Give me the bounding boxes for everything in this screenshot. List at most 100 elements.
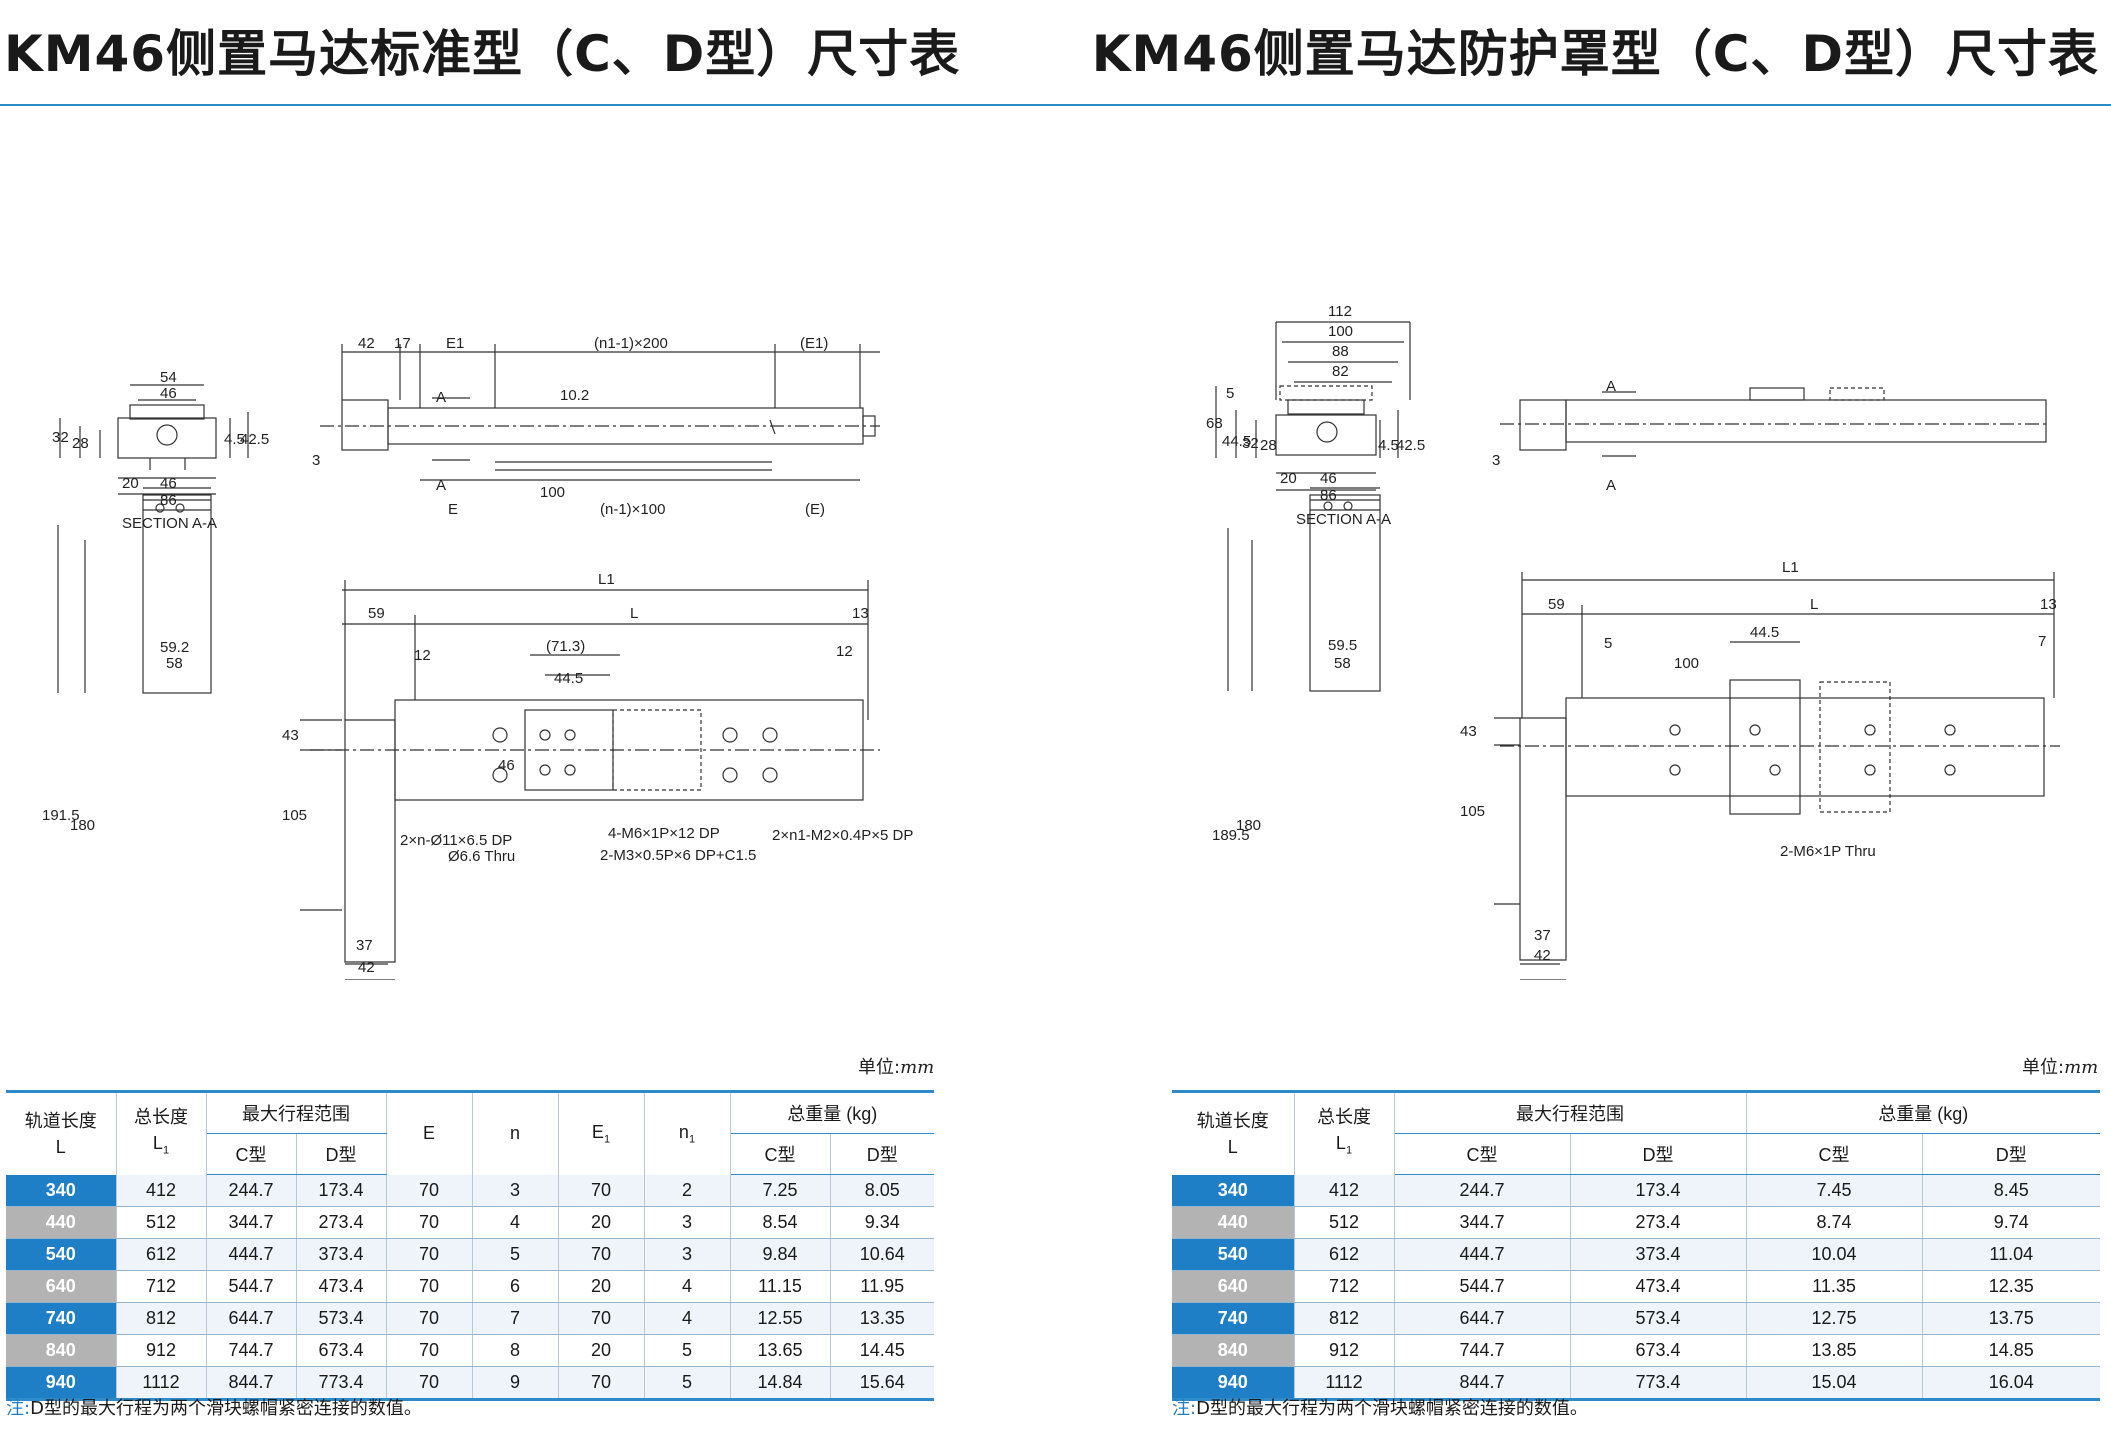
table-cell: 344.7 [206,1206,297,1239]
table-cell: 10.64 [830,1238,934,1271]
callout-text: 2-M3×0.5P×6 DP+C1.5 [600,847,756,864]
dim-text: 88 [1332,343,1349,360]
dim-text: A [436,477,446,494]
table-cell: 344.7 [1394,1206,1571,1239]
dim-text: A [1606,378,1616,395]
dim-text: 42 [358,959,375,976]
dim-text: 58 [1334,655,1351,672]
table-cell: 844.7 [1394,1366,1571,1401]
dim-text: (E1) [800,335,828,352]
drawing-right: 112 100 88 82 5 68 44.5 32 28 4.5 42.5 2… [1170,300,2100,980]
dim-text: L [1810,596,1818,613]
section-slider [129,404,205,420]
table-cell: 5 [644,1366,731,1401]
dim-text: 5 [1226,385,1234,402]
dim-text: 100 [540,484,565,501]
col-n1: n1 [644,1090,731,1175]
dim-text: 68 [1206,415,1223,432]
table-cell: 70 [386,1206,473,1239]
dim-text: 3 [1492,452,1500,469]
table-cell: 573.4 [296,1302,387,1335]
table-cell: 1112 [1294,1366,1395,1401]
col-stroke-c: C型 [206,1133,297,1175]
dim-text: 54 [160,369,177,386]
table-cell: 8 [472,1334,559,1367]
rail-length-cell: 440 [1172,1206,1295,1239]
drawing-left: 54 46 46 32 28 4.5 42.5 20 86 3 SECTION … [0,300,940,980]
table-cell: 3 [472,1174,559,1207]
col-stroke: 最大行程范围 [206,1090,387,1134]
dim-text: (n-1)×100 [600,501,665,518]
table-cell: 4 [472,1206,559,1239]
callout-text: 4-M6×1P×12 DP [608,825,720,842]
table-cell: 512 [1294,1206,1395,1239]
table-cell: 673.4 [296,1334,387,1367]
table-cell: 14.45 [830,1334,934,1367]
section-body [117,417,217,459]
table-cell: 773.4 [1570,1366,1747,1401]
dim-text: 44.5 [1222,433,1251,450]
callout-text: 2×n-Ø11×6.5 DP [400,832,512,849]
table-cell: 13.85 [1746,1334,1923,1367]
dim-text: 28 [1260,437,1277,454]
table-cell: 5 [644,1334,731,1367]
col-weight-d: D型 [1922,1133,2100,1175]
table-cell: 644.7 [206,1302,297,1335]
section-label: SECTION A-A [1296,511,1391,528]
table-cell: 7 [472,1302,559,1335]
table-cell: 70 [558,1238,645,1271]
table-cell: 7.45 [1746,1174,1923,1207]
table-cell: 673.4 [1570,1334,1747,1367]
table-cell: 2 [644,1174,731,1207]
dim-text: 46 [498,757,515,774]
table-cell: 9.74 [1922,1206,2100,1239]
rail-length-cell: 340 [6,1174,117,1207]
dim-text: 12 [414,647,431,664]
table-cell: 273.4 [1570,1206,1747,1239]
dim-text: 10.2 [560,387,589,404]
table-cell: 473.4 [1570,1270,1747,1303]
rail-length-cell: 440 [6,1206,117,1239]
table-cell: 744.7 [1394,1334,1571,1367]
dim-text: 12 [836,643,853,660]
dim-text: 105 [282,807,307,824]
table-cell: 12.75 [1746,1302,1923,1335]
rail-length-cell: 740 [6,1302,117,1335]
dim-text: 13 [2040,596,2057,613]
dim-text: 42.5 [240,431,269,448]
unit-label-right: 单位:mm [2022,1057,2099,1078]
dim-text: L1 [1782,559,1799,576]
dim-text: 20 [1280,470,1297,487]
dim-text: A [436,389,446,406]
rail-length-cell: 740 [1172,1302,1295,1335]
table-cell: 244.7 [1394,1174,1571,1207]
table-cell: 912 [116,1334,207,1367]
table-cell: 8.74 [1746,1206,1923,1239]
table-cell: 8.45 [1922,1174,2100,1207]
table-cell: 512 [116,1206,207,1239]
table-cell: 173.4 [296,1174,387,1207]
dim-text: 42.5 [1396,437,1425,454]
dim-text: L [630,605,638,622]
dim-text: (71.3) [546,638,585,655]
table-cell: 13.65 [730,1334,831,1367]
footnote-right: 注:D型的最大行程为两个滑块螺帽紧密连接的数值。 [1172,1398,1588,1419]
table-cell: 14.84 [730,1366,831,1401]
col-e1: E1 [558,1090,645,1175]
table-cell: 70 [386,1302,473,1335]
page-title-right: KM46侧置马达防护罩型（C、D型）尺寸表 [1091,25,2099,83]
table-cell: 9.34 [830,1206,934,1239]
col-weight-c: C型 [1746,1133,1923,1175]
col-stroke: 最大行程范围 [1394,1090,1747,1134]
dim-text: L1 [598,571,615,588]
table-cell: 812 [1294,1302,1395,1335]
col-stroke-d: D型 [296,1133,387,1175]
